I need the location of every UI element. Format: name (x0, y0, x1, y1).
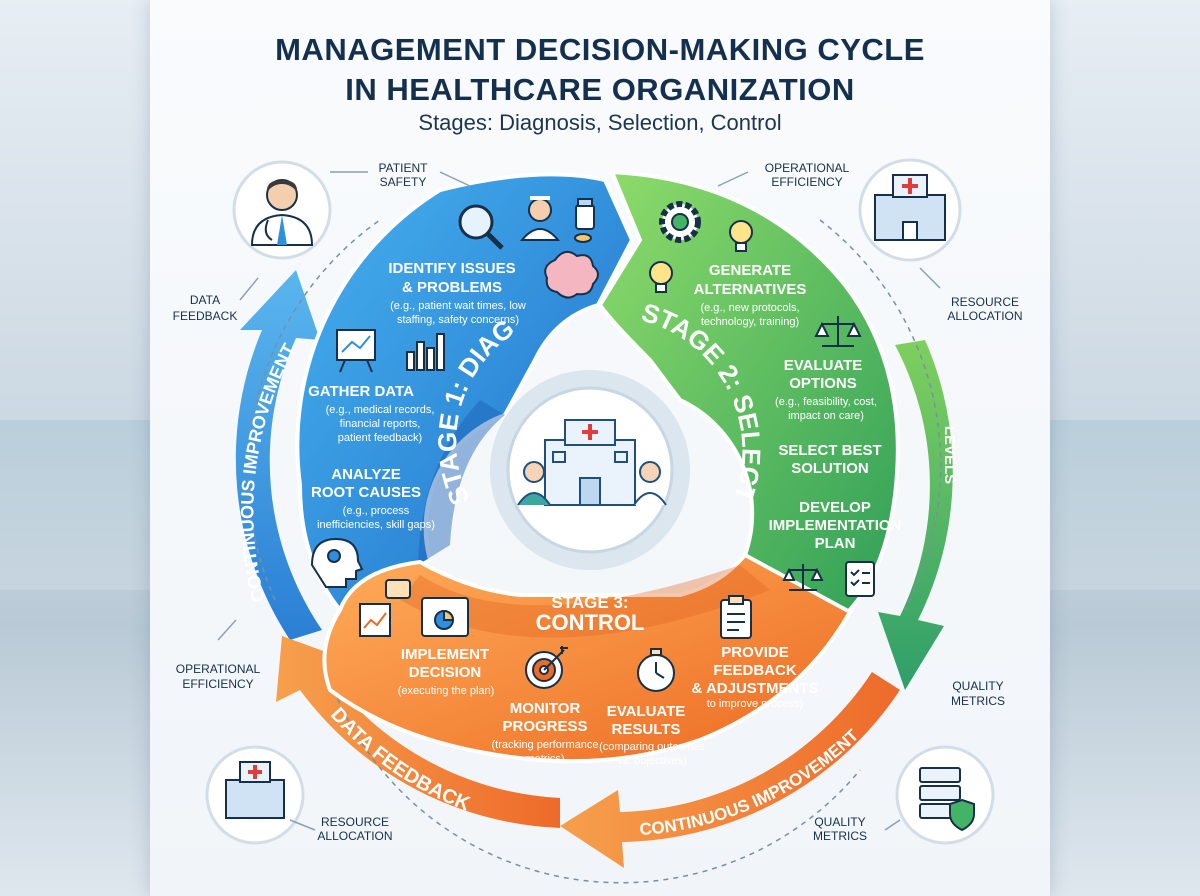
s2-develop-title-c: PLAN (815, 535, 856, 552)
callout-data-feedback-b: FEEDBACK (173, 309, 238, 323)
s1-identify-note-b: staffing, safety concerns) (397, 314, 519, 326)
background-right (1040, 0, 1200, 896)
callout-resource-allocation-top-b: ALLOCATION (947, 309, 1022, 323)
doctor-icon (232, 160, 332, 260)
s2-select-title-a: SELECT BEST (778, 442, 881, 459)
callout-operational-efficiency-top-b: EFFICIENCY (771, 175, 842, 189)
bar-chart-icon (406, 333, 445, 371)
head-gear-icon (310, 537, 364, 588)
s2-develop-title-a: DEVELOP (799, 499, 871, 516)
s3-implement-title-b: DECISION (409, 664, 482, 681)
s3-evaluate-title-a: EVALUATE (607, 703, 686, 720)
stopwatch-icon (637, 648, 675, 692)
callout-patient-safety-b: SAFETY (380, 175, 427, 189)
s2-generate-title-a: GENERATE (709, 262, 791, 279)
stage-2-segment (597, 169, 900, 618)
s2-develop-title-b: IMPLEMENTATION (769, 517, 902, 534)
callout-patient-safety-a: PATIENT (379, 161, 429, 175)
s2-evaluate-note-a: (e.g., feasibility, cost, (775, 396, 877, 408)
nurse-icon (519, 196, 561, 241)
s2-select-title-b: SOLUTION (791, 460, 869, 477)
callout-resource-allocation-bottom-b: ALLOCATION (317, 829, 392, 843)
background-left (0, 0, 160, 896)
s3-implement-note: (executing the plan) (398, 685, 495, 697)
callout-operational-efficiency-bottom-b: EFFICIENCY (182, 677, 253, 691)
s1-identify-title-b: & PROBLEMS (402, 279, 502, 296)
s1-analyze-note-b: inefficiencies, skill gaps) (317, 519, 435, 531)
s3-monitor-note-b: metrics) (525, 753, 564, 765)
callout-quality-metrics-bottom-a: QUALITY (814, 815, 865, 829)
s2-evaluate-title-a: EVALUATE (784, 357, 863, 374)
callout-resource-allocation-bottom-a: RESOURCE (321, 815, 389, 829)
gear-icon (659, 201, 701, 243)
stage-3-inner-band (400, 565, 770, 638)
stage-3-label-bottom: CONTROL (536, 610, 645, 635)
s1-gather-note-b: financial reports, (340, 418, 421, 430)
s3-provide-note: to improve process) (707, 698, 804, 710)
hospital-icon (858, 158, 962, 262)
clipboard-icon (720, 595, 752, 639)
s2-evaluate-title-b: OPTIONS (789, 375, 857, 392)
lightbulb-icon (729, 220, 753, 252)
callout-data-feedback-a: DATA (190, 293, 220, 307)
dashboard-icon (421, 597, 469, 637)
stage-1-inner-band (418, 400, 505, 565)
dashed-guide (247, 219, 381, 601)
magnifier-icon (458, 204, 504, 250)
dashboard-icon (359, 579, 411, 637)
hospital-center-icon (517, 419, 667, 506)
balance-scale-icon (814, 316, 862, 347)
target-icon (525, 646, 568, 689)
dashed-guide (329, 679, 861, 884)
s2-generate-note-b: technology, training) (701, 316, 799, 328)
s1-identify-note-a: (e.g., patient wait times, low (390, 300, 526, 312)
s3-evaluate-note-a: (comparing outcomes (599, 741, 705, 753)
s3-monitor-title-a: MONITOR (510, 700, 581, 717)
stage-3-label-top: STAGE 3: (551, 593, 628, 612)
s2-generate-note-a: (e.g., new protocols, (700, 302, 799, 314)
lightbulb-icon (649, 261, 673, 293)
s3-provide-title-b: FEEDBACK (713, 662, 797, 679)
callout-operational-efficiency-bottom-a: OPERATIONAL (176, 662, 261, 676)
s3-evaluate-title-b: RESULTS (612, 721, 681, 738)
dashed-guide (819, 219, 942, 611)
callout-quality-metrics-top-b: METRICS (951, 694, 1005, 708)
s3-provide-title-a: PROVIDE (721, 644, 789, 661)
hospital-icon (205, 745, 305, 845)
balance-scale-icon (782, 564, 824, 591)
s1-analyze-title-b: ROOT CAUSES (311, 484, 421, 501)
brain-icon (544, 250, 599, 299)
s3-provide-title-c: & ADJUSTMENTS (692, 680, 819, 697)
outer-arrow-bottom-right (560, 672, 900, 868)
s1-gather-note-c: patient feedback) (338, 432, 422, 444)
outer-arrow-bottom-left (276, 636, 560, 828)
s2-evaluate-note-b: impact on care) (788, 410, 864, 422)
callout-leader-lines (217, 171, 941, 831)
s1-analyze-title-a: ANALYZE (331, 466, 400, 483)
medicine-icon (574, 198, 595, 243)
subtitle: Stages: Diagnosis, Selection, Control (418, 110, 782, 135)
s1-identify-title-a: IDENTIFY ISSUES (388, 260, 515, 277)
s3-monitor-note-a: (tracking performance (492, 739, 599, 751)
s1-gather-note-a: (e.g., medical records, (326, 404, 435, 416)
s1-analyze-note-a: (e.g., process (343, 505, 410, 517)
outer-arrow-left (235, 270, 322, 640)
s3-monitor-title-b: PROGRESS (502, 718, 587, 735)
title-line-2: IN HEALTHCARE ORGANIZATION (345, 72, 855, 107)
callout-resource-allocation-top-a: RESOURCE (951, 295, 1019, 309)
server-shield-icon (895, 745, 995, 845)
chart-board-icon (336, 329, 376, 373)
outer-arrow-right-label: LEVELS (941, 426, 958, 484)
callout-quality-metrics-top-a: QUALITY (952, 679, 1003, 693)
callout-operational-efficiency-top-a: OPERATIONAL (765, 161, 850, 175)
s3-implement-title-a: IMPLEMENT (401, 646, 489, 663)
title-line-1: MANAGEMENT DECISION-MAKING CYCLE (275, 32, 925, 67)
s3-evaluate-note-b: vs. objectives) (617, 755, 687, 767)
outer-arrow-right (878, 340, 953, 690)
s2-generate-title-b: ALTERNATIVES (694, 281, 807, 298)
s1-gather-title: GATHER DATA (308, 383, 414, 400)
callout-quality-metrics-bottom-b: METRICS (813, 829, 867, 843)
checklist-icon (845, 561, 875, 597)
